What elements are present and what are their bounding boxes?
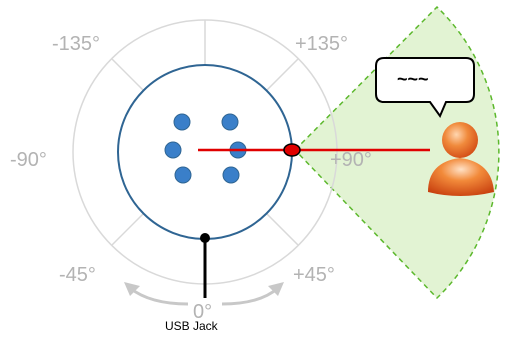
divider-lower-right [265, 212, 299, 246]
divider-upper-left [111, 58, 145, 92]
speech-bubble-text: ~~~ [397, 69, 429, 89]
person-icon [428, 122, 494, 196]
angle-label-minus-45: -45° [59, 264, 96, 286]
rotation-arrowhead-left [124, 282, 140, 296]
device-body-circle [117, 64, 293, 240]
rotation-arrow-icon [124, 282, 284, 306]
mic-dot-top-right [221, 113, 239, 131]
mic-dot-left [164, 141, 182, 159]
rotation-arrow-left [129, 286, 189, 306]
angle-divider-lines [111, 20, 299, 246]
direction-marker [283, 143, 301, 157]
person-head [442, 122, 478, 158]
mic-dot-top-left [173, 113, 191, 131]
usb-jack-label: USB Jack [165, 319, 219, 333]
mic-dot-bottom-left [174, 166, 192, 184]
rotation-arrowhead-right [268, 282, 284, 296]
microphone-dots [164, 113, 247, 184]
angle-label-plus-135: +135° [295, 33, 348, 55]
usb-jack-point [200, 233, 210, 243]
angle-label-zero: 0° [193, 301, 212, 323]
angle-label-minus-135: -135° [52, 33, 100, 55]
divider-lower-left [111, 212, 145, 246]
angle-label-minus-90: -90° [10, 149, 47, 171]
rotation-arrow-right [221, 286, 279, 306]
person-body [428, 158, 494, 196]
angle-label-plus-90: +90° [330, 149, 372, 171]
divider-upper-right [265, 58, 299, 92]
mic-dot-bottom-right [222, 166, 240, 184]
angle-label-plus-45: +45° [293, 264, 335, 286]
speech-bubble-icon: ~~~ [375, 57, 475, 119]
speech-bubble-shape [375, 57, 475, 119]
